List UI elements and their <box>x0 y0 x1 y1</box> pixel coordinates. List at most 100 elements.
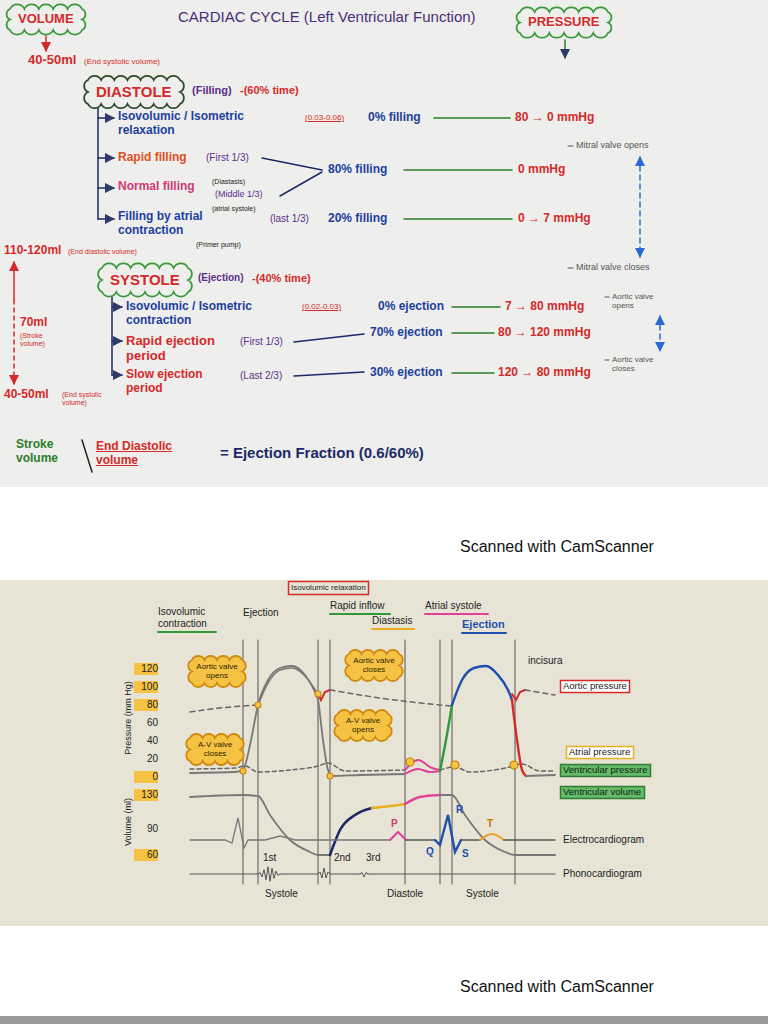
node-label: Aortic valve opens <box>195 662 239 680</box>
heading-cloud: VOLUME <box>6 5 86 34</box>
heart-sound: 3rd <box>366 852 380 864</box>
aortic-pressure-curve <box>525 690 555 695</box>
ecg-trace <box>504 839 555 840</box>
valve-note: Mitral valve closes <box>576 262 650 272</box>
link-line <box>404 218 512 220</box>
ventricular-pressure-curve <box>526 775 555 776</box>
duration: (0.03-0.06) <box>305 113 344 122</box>
cloud-path <box>334 710 391 741</box>
brace-line <box>280 172 322 196</box>
phono-trace <box>190 874 258 875</box>
highlight-dot <box>406 758 414 766</box>
volume-value: 40-50ml <box>4 388 49 402</box>
valve-callout: A-V valve closes <box>186 734 244 765</box>
cloud-path <box>84 76 184 108</box>
notes-photo <box>0 0 768 487</box>
phase-label: Isovolumic contraction <box>158 606 220 629</box>
cloud-path <box>7 4 86 34</box>
valve-arrow <box>659 316 661 351</box>
node-label: VOLUME <box>18 12 74 27</box>
phase-cloud: SYSTOLE <box>98 264 192 296</box>
duration: (0.02-0.03) <box>302 302 341 311</box>
node-label: Atrial pressure <box>569 747 630 758</box>
valve-callout: Aortic valve opens <box>188 656 246 687</box>
down-arrow <box>45 36 47 51</box>
valve-arrow <box>639 157 641 257</box>
tree-arrow <box>112 340 122 342</box>
phase-label: Rapid inflow <box>330 600 384 612</box>
ventricular-volume-curve <box>372 804 405 808</box>
aortic-pressure-curve <box>190 705 258 712</box>
tree-line <box>111 297 113 375</box>
page-title: CARDIAC CYCLE (Left Ventricular Function… <box>178 8 476 25</box>
box-path <box>567 747 634 759</box>
pressure-value: 120 → 80 mmHg <box>498 366 591 380</box>
wave-letter: T <box>487 818 493 830</box>
period-label: Diastole <box>387 888 423 900</box>
period-label: Systole <box>265 888 298 900</box>
pressure-value: 0 mmHg <box>518 163 565 177</box>
dash-mark <box>605 360 609 361</box>
axis-tick: 60 <box>134 849 158 861</box>
dash-mark <box>568 146 573 147</box>
link-line <box>404 169 512 171</box>
note-text: 0% ejection <box>378 300 444 314</box>
volume-value: 110-120ml <box>4 244 61 258</box>
note-text: (Primer pump) <box>196 241 241 249</box>
tree-line <box>97 108 99 219</box>
axis-title: Pressure (mm Hg) <box>123 681 133 755</box>
note-text: 70% ejection <box>370 326 443 340</box>
ecg-trace <box>480 834 504 840</box>
phase-line <box>330 640 331 884</box>
note-text: (Stroke volume) <box>20 332 60 348</box>
ecg-trace <box>435 815 461 852</box>
axis-tick: 130 <box>134 789 158 801</box>
axis-tick: 60 <box>134 717 158 729</box>
node-label: Ventricular pressure <box>563 765 647 776</box>
tree-arrow <box>112 374 122 376</box>
aortic-pressure-curve <box>258 668 318 705</box>
phase-name: Rapid ejection period <box>126 334 246 364</box>
note-text: (atrial systole) <box>212 205 256 213</box>
phase-label: Atrial systole <box>425 600 482 612</box>
ventricular-volume-curve <box>330 808 372 855</box>
volume-value: 40-50ml <box>28 53 76 68</box>
node-label: A-V valve closes <box>193 740 237 758</box>
tree-arrow <box>112 306 122 308</box>
phase-cloud: DIASTOLE <box>84 76 184 108</box>
phase-name: Isovolumic / Isometric relaxation <box>118 110 283 138</box>
note-text: -(60% time) <box>240 84 299 97</box>
link-line <box>452 332 494 334</box>
valve-dot <box>240 768 246 774</box>
down-arrow <box>564 40 566 58</box>
ecg-trace <box>461 839 480 840</box>
aortic-pressure-curve <box>330 690 452 706</box>
page-edge <box>0 1016 768 1024</box>
phono-trace <box>280 874 318 875</box>
wave-letter: S <box>462 848 469 860</box>
valve-dot <box>327 773 333 779</box>
valve-note: Aortic valve opens <box>612 292 664 310</box>
formula-text: = Ejection Fraction (0.6/60%) <box>220 444 424 461</box>
volume-arrow <box>13 300 15 384</box>
box-path <box>289 582 369 595</box>
ecg-trace <box>190 818 390 848</box>
axis-tick: 40 <box>134 735 158 747</box>
note-text: -(40% time) <box>252 272 311 285</box>
node-label: DIASTOLE <box>96 83 172 100</box>
cloud-path <box>98 263 192 296</box>
heart-sound: 1st <box>263 852 276 864</box>
underline <box>158 631 216 633</box>
pressure-value: 80 → 120 mmHg <box>498 326 591 340</box>
note-text: (last 1/3) <box>270 213 309 225</box>
watermark: Scanned with CamScanner <box>460 978 654 996</box>
trace-label: Electrocardiogram <box>563 834 644 846</box>
note-text: 0% filling <box>368 111 421 125</box>
tree-arrow <box>98 117 114 119</box>
phono-trace <box>330 874 360 875</box>
node-label: A-V valve opens <box>341 716 385 734</box>
phase-label: Ejection <box>462 618 505 631</box>
highlight-dot <box>510 761 518 769</box>
